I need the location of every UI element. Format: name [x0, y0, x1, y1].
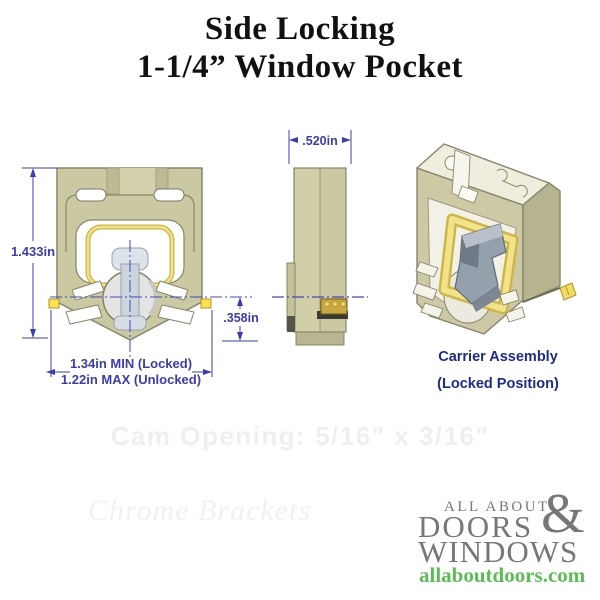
iso-top-pill-slot [496, 168, 528, 198]
front-channel-center [119, 168, 156, 194]
iso-slot [505, 306, 526, 323]
side-brass-rivet [324, 301, 330, 307]
company-logo: ALL ABOUT & DOORS WINDOWS allaboutdoors.… [415, 486, 600, 587]
logo-ampersand: & [541, 483, 585, 545]
front-view-drawing [48, 167, 252, 357]
front-slot-right-lower [157, 304, 195, 325]
side-bottom-band [295, 331, 345, 346]
dim-depth-label: .520in [302, 134, 337, 148]
dim-width-locked-label: 1.34in MIN (Locked) [70, 356, 192, 371]
side-brass-rivet [340, 301, 346, 307]
iso-slot [499, 289, 520, 306]
page-title: Side Locking 1-1/4” Window Pocket [0, 10, 600, 86]
watermark-chrome-brackets: Chrome Brackets [88, 494, 312, 527]
watermark-cam-opening: Cam Opening: 5/16" x 3/16" [110, 421, 490, 451]
side-shadow [317, 311, 348, 319]
side-brass-rivet [332, 301, 338, 307]
front-inner-contour [65, 194, 195, 252]
iso-slot [415, 261, 439, 278]
iso-bottom-edge [522, 287, 561, 303]
locked-position-caption: (Locked Position) [437, 376, 559, 392]
dim-height-label: 1.433in [11, 244, 55, 259]
iso-top-notch [457, 185, 479, 204]
logo-all-about: ALL ABOUT [444, 499, 550, 515]
dim-width-unlocked-label: 1.22in MAX (Unlocked) [61, 372, 201, 387]
logo-windows: WINDOWS [418, 534, 579, 569]
front-tab-left [48, 298, 60, 309]
front-slot-left-lower [65, 304, 103, 325]
title-line-1: Side Locking [204, 11, 396, 47]
iso-view-drawing [412, 143, 577, 335]
iso-carrier-top [462, 224, 503, 248]
side-body-light [295, 169, 320, 331]
front-view-dimensions: 1.433in .358in 1.34in MIN (Locked) 1.22i… [11, 167, 259, 387]
iso-slot [412, 282, 438, 301]
iso-tab-ridge [565, 286, 570, 296]
logo-doors: DOORS [418, 509, 534, 544]
logo-url: allaboutdoors.com [419, 563, 586, 587]
side-view-dimensions: .520in [288, 130, 352, 164]
carrier-assembly-caption: Carrier Assembly [438, 349, 558, 365]
iso-carrier-foot [472, 286, 502, 312]
iso-slot [420, 302, 444, 319]
side-dark-notch [287, 316, 295, 332]
title-line-2: 1-1/4” Window Pocket [137, 49, 463, 85]
side-view-drawing [272, 167, 368, 346]
front-channel-left [106, 167, 120, 195]
front-tab-right [200, 298, 212, 309]
front-bore-shade [148, 279, 158, 317]
dim-offset-label: .358in [223, 311, 258, 325]
front-slot-top-left [75, 188, 107, 202]
front-slot-top-right [153, 188, 185, 202]
